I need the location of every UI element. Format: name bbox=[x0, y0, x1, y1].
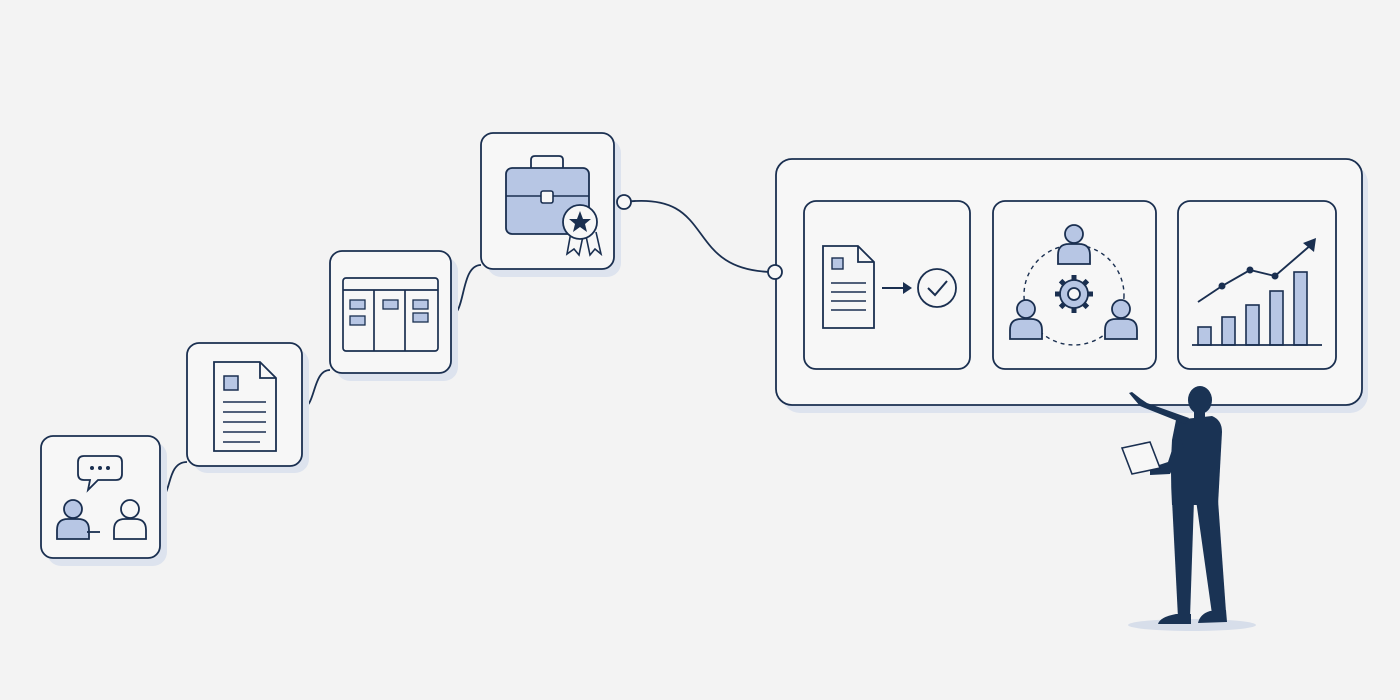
connector-offer-panel bbox=[623, 199, 776, 273]
step-schedule-card bbox=[329, 250, 458, 381]
document-icon bbox=[822, 245, 875, 329]
tablet-icon bbox=[1120, 441, 1162, 475]
bar-chart-icon bbox=[1192, 271, 1322, 346]
step-resume-card bbox=[186, 342, 309, 473]
step-interview-card bbox=[40, 435, 167, 566]
person-icon bbox=[56, 499, 100, 540]
award-ribbon-icon bbox=[562, 204, 603, 257]
gear-icon bbox=[1055, 275, 1093, 313]
star-icon bbox=[569, 211, 591, 232]
chat-bubble-icon bbox=[77, 455, 123, 493]
step-offer-card bbox=[480, 132, 621, 277]
kanban-board-icon bbox=[342, 277, 439, 352]
connector-node-start bbox=[616, 194, 632, 210]
person-silhouette-icon bbox=[1129, 386, 1227, 624]
document-approval-card bbox=[803, 200, 971, 370]
connector-node-end bbox=[767, 264, 783, 280]
team-collaboration-card bbox=[992, 200, 1157, 370]
document-icon bbox=[213, 361, 277, 452]
check-circle-icon bbox=[917, 268, 957, 308]
growth-chart-card bbox=[1177, 200, 1337, 370]
arrow-right-icon bbox=[882, 282, 912, 294]
presenter-figure bbox=[1120, 386, 1256, 631]
trend-arrow-icon bbox=[1197, 238, 1316, 303]
